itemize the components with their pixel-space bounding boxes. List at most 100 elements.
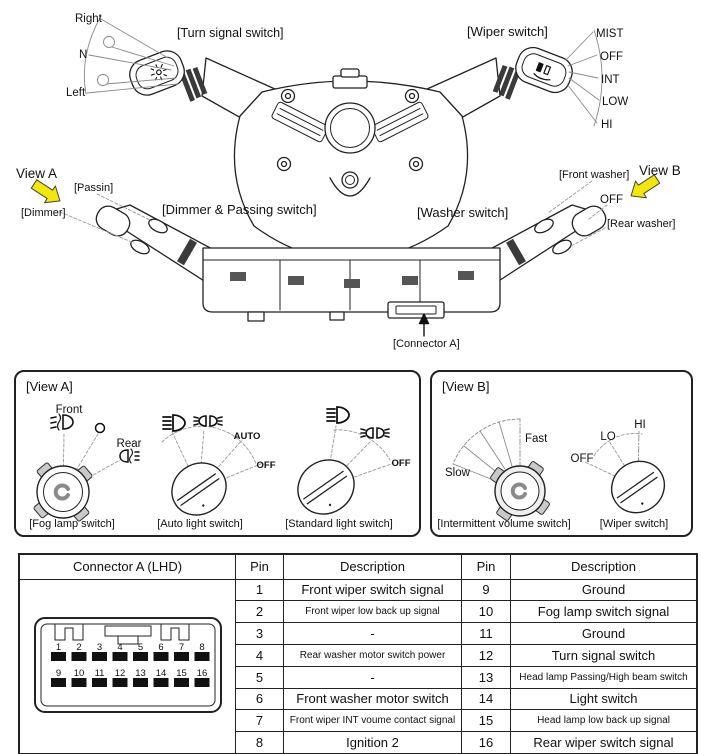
pin-cell: 14 bbox=[461, 687, 511, 711]
auto-off-label: OFF bbox=[257, 460, 276, 471]
desc-cell: Front washer motor switch bbox=[283, 687, 462, 711]
table-header-row: Connector A (LHD) Pin Description Pin De… bbox=[18, 553, 698, 580]
connector-a-pointer bbox=[418, 313, 430, 337]
connector-a-pinout-drawing: 1 2 3 4 5 6 7 8 9 10 11 12 13 14 bbox=[34, 616, 222, 713]
washer-switch-label: [Washer switch] bbox=[417, 205, 508, 220]
rear-fog-lamp-icon bbox=[119, 448, 140, 464]
desc-cell: - bbox=[283, 665, 462, 689]
table-row: 7 Front wiper INT voume contact signal 1… bbox=[19, 709, 698, 733]
svg-text:11: 11 bbox=[95, 668, 105, 679]
desc-cell: Light switch bbox=[510, 687, 698, 711]
fog-off-position-mark bbox=[94, 422, 106, 434]
wiper-switch-label: [Wiper switch] bbox=[467, 24, 548, 39]
desc-cell: Ignition 2 bbox=[283, 731, 462, 754]
pin-cell: 12 bbox=[461, 643, 511, 667]
volume-fast-label: Fast bbox=[525, 433, 548, 445]
svg-text:6: 6 bbox=[158, 642, 163, 653]
pin-cell: 2 bbox=[235, 600, 284, 624]
auto-light-switch-caption: [Auto light switch] bbox=[157, 518, 243, 530]
desc-cell: Fog lamp switch signal bbox=[510, 600, 698, 624]
svg-text:9: 9 bbox=[56, 668, 61, 679]
pin-cell: 3 bbox=[235, 622, 284, 645]
desc-cell: Rear washer motor switch power bbox=[283, 643, 462, 667]
wiper-speed-icon bbox=[533, 62, 552, 81]
standard-light-switch-caption: [Standard light switch] bbox=[285, 518, 393, 530]
pin-cell: 16 bbox=[461, 731, 511, 754]
col-header-pin-right: Pin bbox=[461, 553, 511, 580]
svg-text:15: 15 bbox=[176, 668, 187, 679]
wiper-hi-label: HI bbox=[634, 419, 646, 431]
table-title: Connector A (LHD) bbox=[18, 553, 236, 580]
view-a-panel-title: [View A] bbox=[26, 379, 73, 394]
auto-light-knob bbox=[171, 462, 227, 516]
view-a-label: View A bbox=[16, 166, 57, 181]
switch-assembly-diagram: [Turn signal switch] Right N Left [Wiper… bbox=[16, 13, 681, 350]
turn-right-position-mark bbox=[103, 36, 115, 48]
turn-right-label: Right bbox=[75, 13, 103, 25]
pin-cell: 13 bbox=[461, 665, 511, 689]
view-b-panel: [View B] bbox=[430, 370, 693, 537]
switch-base-housing bbox=[202, 247, 501, 322]
wiper-switch-detail: OFF LO HI [Wiper switch] bbox=[571, 419, 669, 530]
desc-cell: Head lamp low back up signal bbox=[510, 709, 698, 733]
dimmer-label: [Dimmer] bbox=[21, 207, 66, 219]
fog-rear-label: Rear bbox=[117, 438, 142, 450]
connector-pin-numbers: 1 2 3 4 5 6 7 8 9 10 11 12 13 14 bbox=[56, 642, 207, 679]
headlamp-icon bbox=[162, 414, 186, 432]
wiper-switch-caption: [Wiper switch] bbox=[600, 518, 668, 530]
fog-lamp-switch-caption: [Fog lamp switch] bbox=[29, 518, 115, 530]
desc-cell: Front wiper INT voume contact signal bbox=[283, 709, 462, 733]
svg-text:12: 12 bbox=[115, 668, 126, 679]
desc-cell: Head lamp Passing/High beam switch bbox=[510, 665, 698, 689]
dimmer-passing-switch-label: [Dimmer & Passing switch] bbox=[162, 202, 317, 217]
col-header-pin-left: Pin bbox=[235, 553, 284, 580]
rear-washer-label: [Rear washer] bbox=[607, 218, 675, 230]
turn-neutral-label: N bbox=[79, 49, 87, 61]
intermittent-volume-switch: Fast Slow [Intermittent volume switch] bbox=[437, 418, 571, 530]
table-row: 2 Front wiper low back up signal 10 Fog … bbox=[19, 600, 698, 624]
standard-light-switch: OFF [Standard light switch] bbox=[285, 406, 411, 530]
wiper-off-label: OFF bbox=[571, 453, 594, 465]
table-row: 5 - 13 Head lamp Passing/High beam switc… bbox=[19, 665, 698, 689]
view-a-panel-art: [View A] bbox=[26, 379, 411, 530]
pin-cell: 15 bbox=[461, 709, 511, 733]
desc-cell: Ground bbox=[510, 578, 698, 602]
turn-left-label: Left bbox=[66, 87, 86, 99]
table-row: 6 Front washer motor switch 14 Light swi… bbox=[19, 687, 698, 711]
wiper-mist-label: MIST bbox=[596, 28, 623, 40]
desc-cell: Rear wiper switch signal bbox=[510, 731, 698, 754]
turn-left-position-mark bbox=[97, 74, 109, 86]
pin-cell: 10 bbox=[461, 600, 511, 624]
dimmer-button bbox=[130, 239, 150, 255]
pin-cell: 4 bbox=[235, 643, 284, 667]
wiper-int-label: INT bbox=[601, 74, 620, 86]
view-b-arrow-icon bbox=[630, 174, 661, 199]
wiper-low-label: LOW bbox=[602, 96, 628, 108]
volume-slow-label: Slow bbox=[445, 467, 471, 479]
desc-cell: - bbox=[283, 622, 462, 645]
svg-text:14: 14 bbox=[156, 668, 167, 679]
table-row: 1 2 3 4 5 6 7 8 9 10 11 12 13 14 bbox=[18, 578, 698, 754]
connector-a-label: [Connector A] bbox=[393, 338, 460, 350]
turn-signal-switch-label: [Turn signal switch] bbox=[177, 26, 284, 40]
svg-text:5: 5 bbox=[138, 642, 143, 653]
intermittent-volume-knob bbox=[490, 461, 550, 521]
pin-cell: 8 bbox=[235, 731, 284, 754]
connector-pins-row-2 bbox=[51, 677, 210, 687]
svg-text:4: 4 bbox=[117, 642, 122, 653]
headlamp-icon bbox=[326, 406, 350, 424]
wiper-hi-label: HI bbox=[601, 119, 613, 131]
leader-lines bbox=[59, 180, 608, 247]
wiper-knob bbox=[610, 460, 666, 514]
rear-washer-button bbox=[552, 239, 572, 255]
front-washer-button bbox=[534, 218, 554, 234]
fog-lamp-switch: Front Rear [Fog lamp switch] bbox=[29, 404, 141, 530]
passing-button bbox=[148, 218, 168, 234]
passing-label: [Passin] bbox=[74, 182, 113, 194]
standard-off-label: OFF bbox=[392, 458, 411, 469]
view-b-panel-art: [View B] bbox=[437, 379, 669, 530]
desc-cell: Turn signal switch bbox=[510, 643, 698, 667]
table-row: 8 Ignition 2 16 Rear wiper switch signal bbox=[19, 731, 698, 754]
front-fog-lamp-icon bbox=[50, 413, 74, 431]
